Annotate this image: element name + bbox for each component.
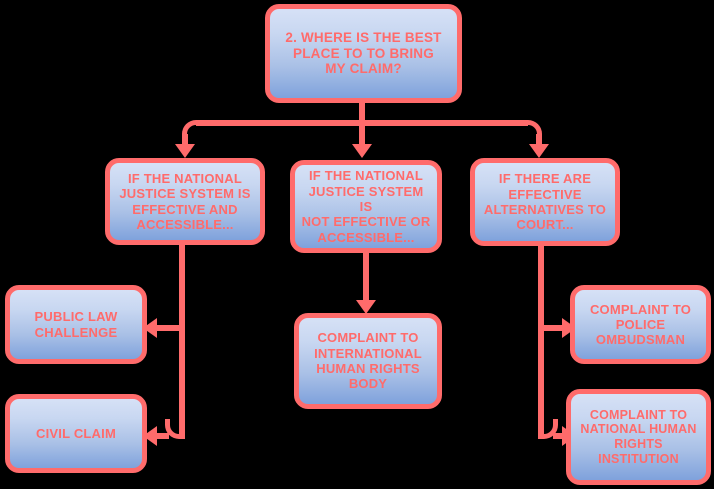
- connector-root-stem: [359, 103, 365, 125]
- connector-root-bus: [196, 120, 528, 126]
- node-branch-effective[interactable]: IF THE NATIONAL JUSTICE SYSTEM IS EFFECT…: [105, 158, 265, 245]
- node-branch-alternatives[interactable]: IF THERE ARE EFFECTIVE ALTERNATIVES TO C…: [470, 158, 620, 246]
- connector-right-spine: [538, 243, 544, 439]
- connector-elbow-left: [182, 120, 202, 140]
- node-leaf-complaint-police-ombudsman[interactable]: COMPLAINT TO POLICE OMBUDSMAN: [570, 285, 711, 364]
- arrowhead-to-branch-effective: [175, 144, 195, 158]
- node-leaf-national-human-rights-institution[interactable]: COMPLAINT TO NATIONAL HUMAN RIGHTS INSTI…: [566, 389, 711, 485]
- connector-drop-right: [536, 134, 542, 146]
- connector-left-spine: [179, 243, 185, 439]
- connector-right-to-nhri: [553, 433, 567, 439]
- connector-left-elbow-civil: [165, 419, 185, 439]
- arrowhead-to-international-body: [356, 300, 376, 314]
- connector-right-elbow-nhri: [538, 419, 558, 439]
- arrowhead-to-branch-not-effective: [352, 144, 372, 158]
- node-leaf-civil-claim[interactable]: CIVIL CLAIM: [5, 394, 147, 473]
- connector-left-to-civil-claim: [157, 433, 169, 439]
- connector-drop-center: [359, 125, 365, 146]
- connector-left-to-public-law: [157, 325, 183, 331]
- node-root-question[interactable]: 2. WHERE IS THE BEST PLACE TO TO BRING M…: [265, 4, 462, 103]
- node-leaf-international-human-rights-body[interactable]: COMPLAINT TO INTERNATIONAL HUMAN RIGHTS …: [294, 313, 442, 409]
- connector-right-to-police-ombudsman: [542, 325, 566, 331]
- node-leaf-public-law-challenge[interactable]: PUBLIC LAW CHALLENGE: [5, 285, 147, 364]
- connector-elbow-right: [522, 120, 542, 140]
- connector-drop-left: [182, 134, 188, 146]
- arrowhead-to-branch-alternatives: [529, 144, 549, 158]
- node-branch-not-effective[interactable]: IF THE NATIONAL JUSTICE SYSTEM IS NOT EF…: [290, 160, 442, 253]
- connector-center-to-international: [363, 251, 369, 305]
